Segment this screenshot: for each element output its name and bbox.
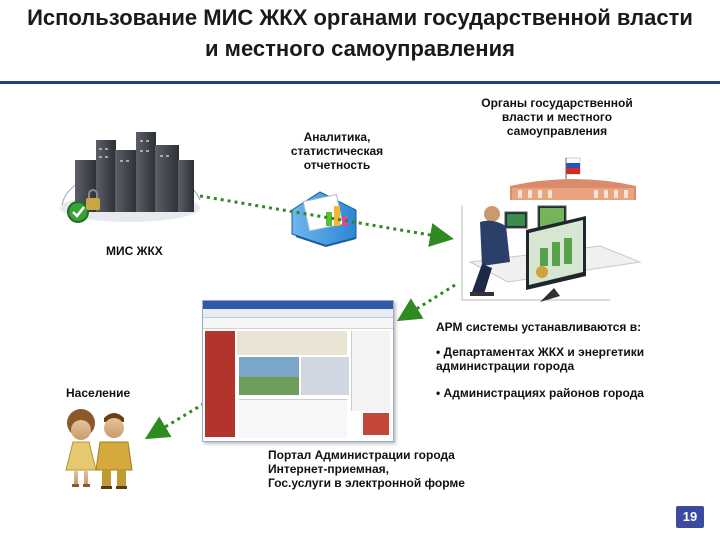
government-building-icon <box>510 157 636 200</box>
authorities-label: Органы государственной власти и местного… <box>481 96 633 138</box>
arm-item-departments: • Департаментах ЖКХ и энергетики админис… <box>436 345 645 373</box>
title-divider <box>0 81 720 84</box>
folder-chart-icon <box>291 191 357 248</box>
page-number-badge <box>676 506 704 528</box>
population-label: Население <box>66 386 131 400</box>
page-title: Использование МИС ЖКХ органами государст… <box>27 5 693 61</box>
people-icon <box>65 409 133 489</box>
portal-caption: Портал Администрации города Интернет-при… <box>268 448 465 490</box>
arm-heading: АРМ системы устанавливаются в: <box>436 320 642 334</box>
city-portal-screenshot <box>202 300 394 442</box>
arrow-portal-to-population <box>144 398 211 440</box>
arm-item-districts: • Администрациях районов города <box>436 386 644 400</box>
operator-workstation-icon <box>461 205 642 302</box>
page-number: 19 <box>682 509 698 524</box>
mis-label: МИС ЖКХ <box>106 244 163 258</box>
analytics-label: Аналитика, статистическая отчетность <box>290 130 384 172</box>
server-buildings-icon <box>60 132 201 223</box>
arrow-authorities-to-portal <box>396 283 456 322</box>
